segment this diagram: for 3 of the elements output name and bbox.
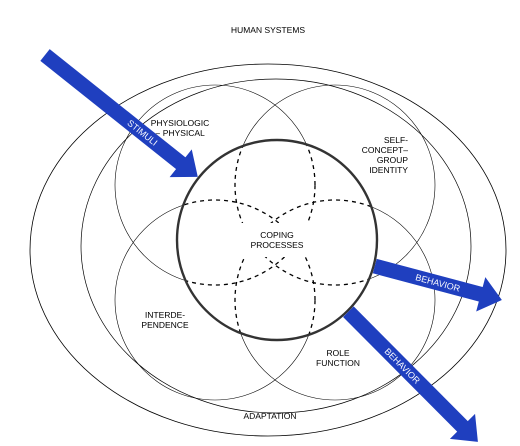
node-label: HUMAN SYSTEMS (232, 26, 305, 33)
inner-ellipse (80, 78, 472, 414)
block-arrow (343, 306, 478, 442)
